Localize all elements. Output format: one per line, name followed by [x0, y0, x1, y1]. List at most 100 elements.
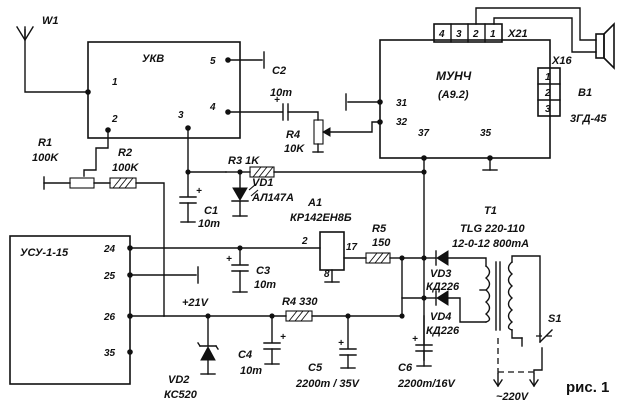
c6-value: 2200m/16V: [397, 378, 457, 390]
connector-x21: 4 3 2 1 X21: [433, 23, 528, 43]
capacitor-c4: [263, 315, 281, 365]
antenna-w1: W1: [16, 15, 89, 93]
r5-value: 150: [372, 237, 391, 249]
usu-pin-24: 24: [103, 244, 116, 255]
t1-rating: 12-0-12 800mA: [452, 238, 529, 250]
vd2-label: VD2: [168, 374, 189, 386]
a1-type: КР142ЕН8Б: [290, 212, 352, 224]
r4a-label: R4: [286, 129, 300, 141]
ukv-pin-1: 1: [112, 77, 118, 88]
c3-plus: +: [226, 254, 232, 265]
munch-pin-31: 31: [396, 98, 408, 109]
resistor-r2: [109, 177, 165, 317]
t1-label: T1: [484, 205, 497, 217]
capacitor-c5: [339, 315, 357, 369]
regulator-a1: 2 17 8: [301, 231, 358, 283]
c5-value: 2200m / 35V: [295, 378, 361, 390]
c4-label: C4: [238, 349, 252, 361]
figure-caption: рис. 1: [566, 379, 609, 396]
x21-pin-4: 4: [438, 29, 445, 40]
led-vd1: [231, 183, 259, 217]
switch-s1: [521, 329, 553, 371]
transformer-t1: [479, 255, 541, 339]
r1-label: R1: [38, 137, 52, 149]
munch-label: МУНЧ: [436, 69, 472, 83]
ukv-pin-5: 5: [210, 56, 216, 67]
x16-label: X16: [551, 55, 572, 67]
resistor-r5: [365, 252, 403, 264]
zener-vd2: [197, 315, 219, 375]
s1-label: S1: [548, 313, 561, 325]
c1-label: C1: [204, 205, 218, 217]
c2-plus: +: [274, 95, 280, 106]
c3-label: C3: [256, 265, 270, 277]
capacitor-c6: [415, 315, 433, 367]
a1-pin-17: 17: [346, 242, 358, 253]
ukv-pin-3: 3: [178, 110, 184, 121]
mains-label: ~220V: [496, 391, 530, 403]
vd3-label: VD3: [430, 268, 451, 280]
c6-label: C6: [398, 362, 413, 374]
c2-value: 10m: [270, 87, 292, 99]
net-plus21: +21V: [182, 297, 210, 309]
c4-value: 10m: [240, 365, 262, 377]
usu-label: УСУ-1-15: [20, 247, 69, 259]
speaker-type: 3ГД-45: [570, 113, 607, 125]
x16-pin-3: 3: [545, 104, 551, 115]
munch-block: МУНЧ (А9.2) 31 32 37 35: [377, 39, 551, 161]
c3-value: 10m: [254, 279, 276, 291]
r4b-label: R4 330: [282, 296, 318, 308]
resistor-r3: [239, 166, 425, 178]
vd3-type: КД226: [426, 281, 460, 293]
vd1-type: АЛ147А: [251, 192, 294, 204]
ukv-pin-2: 2: [111, 114, 118, 125]
c6-plus: +: [412, 334, 418, 345]
r3-label: R3 1K: [228, 155, 260, 167]
speaker-label: В1: [578, 87, 592, 99]
mains-plug: [493, 338, 539, 388]
resistor-r4-330: [285, 310, 403, 322]
t1-type: TLG 220-110: [460, 223, 525, 235]
ukv-label: УКВ: [142, 53, 164, 65]
a1-pin-8: 8: [324, 269, 330, 280]
ukv-block: УКВ 1 2 3 4 5: [85, 41, 241, 139]
vd4-label: VD4: [430, 311, 451, 323]
x21-label: X21: [507, 28, 528, 40]
r1-value: 100K: [32, 152, 59, 164]
usu-pin-25: 25: [103, 271, 116, 282]
x21-pin-3: 3: [456, 29, 462, 40]
c5-plus: +: [338, 338, 344, 349]
speaker-b1: [595, 22, 615, 70]
munch-sublabel: (А9.2): [438, 89, 469, 101]
antenna-label: W1: [42, 15, 59, 27]
x16-pin-1: 1: [545, 72, 551, 83]
resistor-r1: [43, 176, 111, 190]
c4-plus: +: [280, 332, 286, 343]
munch-pin-32: 32: [396, 117, 408, 128]
r2-value: 100K: [112, 162, 139, 174]
c1-plus: +: [196, 186, 202, 197]
x21-pin-2: 2: [472, 29, 479, 40]
c5-label: C5: [308, 362, 323, 374]
vd1-label: VD1: [252, 177, 273, 189]
c2-label: C2: [272, 65, 286, 77]
capacitor-c1: [179, 196, 197, 223]
potentiometer-r4: [312, 119, 381, 153]
x21-pin-1: 1: [490, 29, 496, 40]
connector-x16: 1 2 3 X16: [537, 55, 572, 117]
a1-pin-2: 2: [301, 236, 308, 247]
usu-block: УСУ-1-15 24 25 26 35: [9, 235, 133, 385]
a1-label: А1: [307, 197, 322, 209]
ukv-pin-4: 4: [209, 102, 216, 113]
diode-vd3: [423, 250, 487, 267]
munch-pin-37: 37: [418, 128, 430, 139]
usu-pin-26: 26: [103, 312, 116, 323]
usu-pin-35: 35: [104, 348, 116, 359]
diode-vd4: [423, 290, 487, 323]
r5-label: R5: [372, 223, 387, 235]
x16-pin-2: 2: [544, 88, 551, 99]
capacitor-c3: [231, 247, 249, 293]
vd2-type: КС520: [164, 389, 198, 401]
r2-label: R2: [118, 147, 132, 159]
